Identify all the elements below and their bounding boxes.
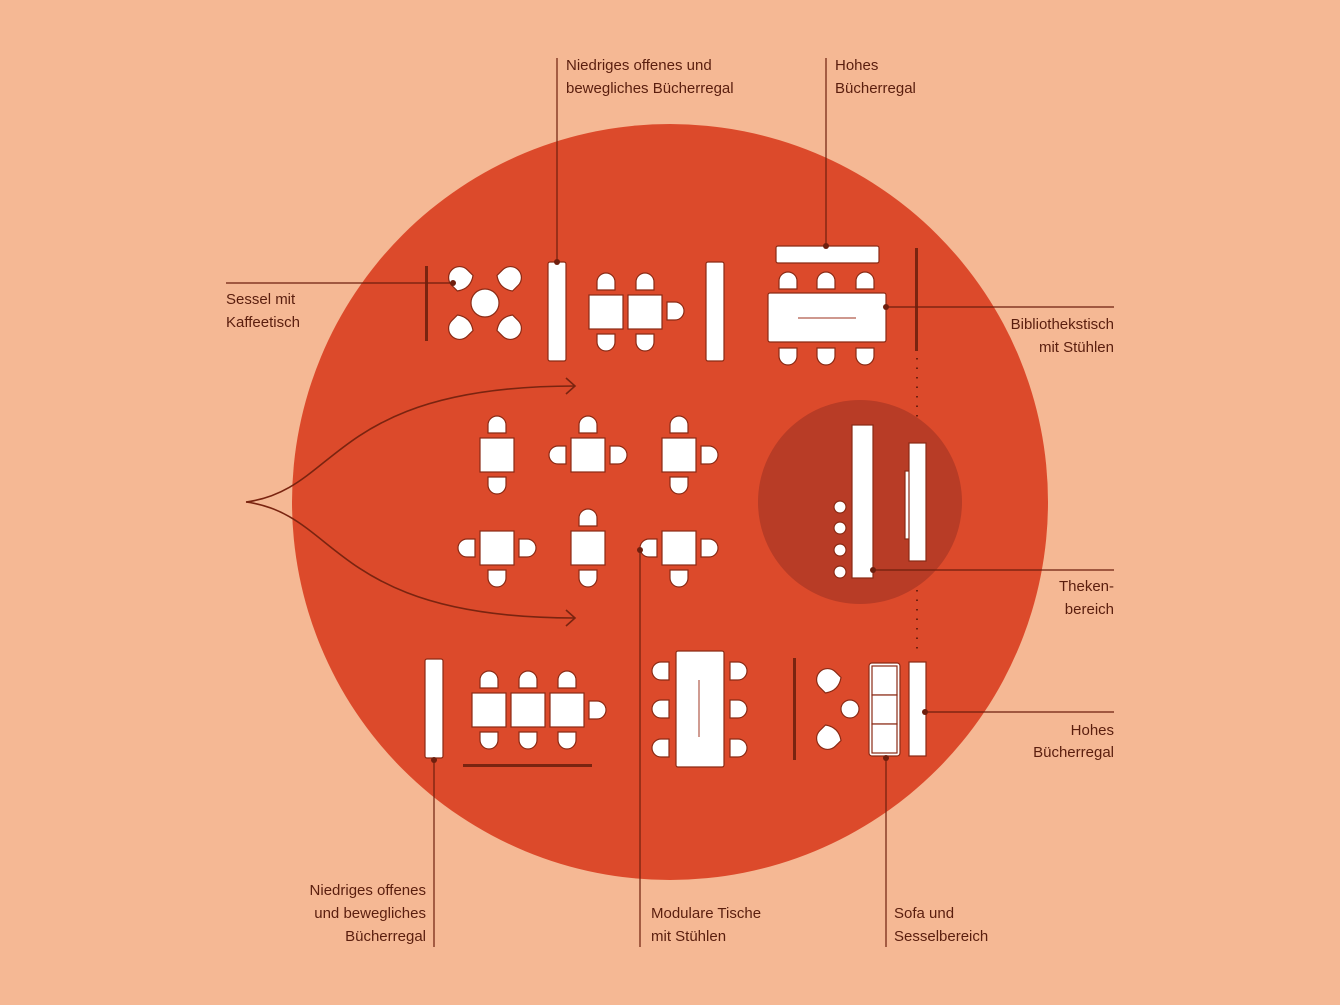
sofa-armchair-area <box>811 662 901 757</box>
counter <box>851 424 874 579</box>
coffee-table <box>470 288 500 318</box>
divider-bar <box>425 266 428 341</box>
flow-arrows <box>245 377 577 627</box>
divider-bar <box>793 658 796 760</box>
counter-area <box>833 424 927 579</box>
library-table-with-chairs <box>767 271 887 366</box>
divider-bar <box>915 248 918 351</box>
low-bookshelf <box>705 261 725 362</box>
leader-lines <box>226 58 1114 947</box>
high-bookshelf-right <box>908 661 927 757</box>
modular-tables-middle <box>457 415 719 588</box>
modular-tables-bottom <box>471 670 607 750</box>
large-table-with-chairs <box>651 650 748 768</box>
label-theken: Theken-bereich <box>1059 578 1114 618</box>
modular-tables-top <box>588 272 685 352</box>
back-shelf <box>908 442 927 562</box>
divider-bar <box>463 764 592 767</box>
armchair-coffee-table-group <box>443 261 527 345</box>
low-bookshelf <box>424 658 444 759</box>
low-bookshelf <box>547 261 567 362</box>
